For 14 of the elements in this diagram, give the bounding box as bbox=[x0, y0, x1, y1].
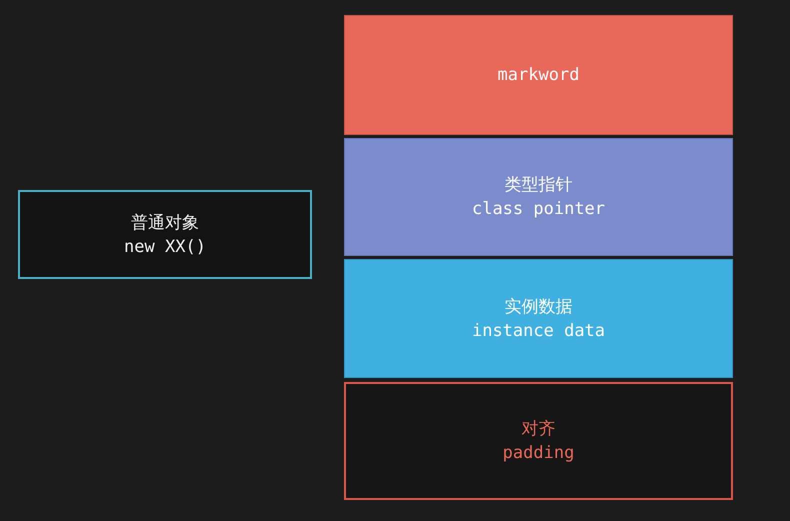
block-label: new XX() bbox=[124, 236, 206, 258]
block-label: 对齐 bbox=[522, 418, 556, 441]
data-block bbox=[344, 259, 733, 378]
pointer-block bbox=[344, 138, 733, 256]
padding-block bbox=[344, 382, 733, 500]
block-label: padding bbox=[502, 442, 574, 465]
block-label: 普通对象 bbox=[131, 212, 199, 234]
header-block bbox=[344, 15, 733, 135]
block-label: 类型指针 bbox=[504, 174, 572, 197]
block-label: instance data bbox=[472, 320, 606, 342]
block-label: 实例数据 bbox=[504, 296, 572, 318]
object-box bbox=[18, 190, 312, 279]
block-label: markword bbox=[498, 64, 580, 87]
block-label: class pointer bbox=[472, 198, 606, 221]
